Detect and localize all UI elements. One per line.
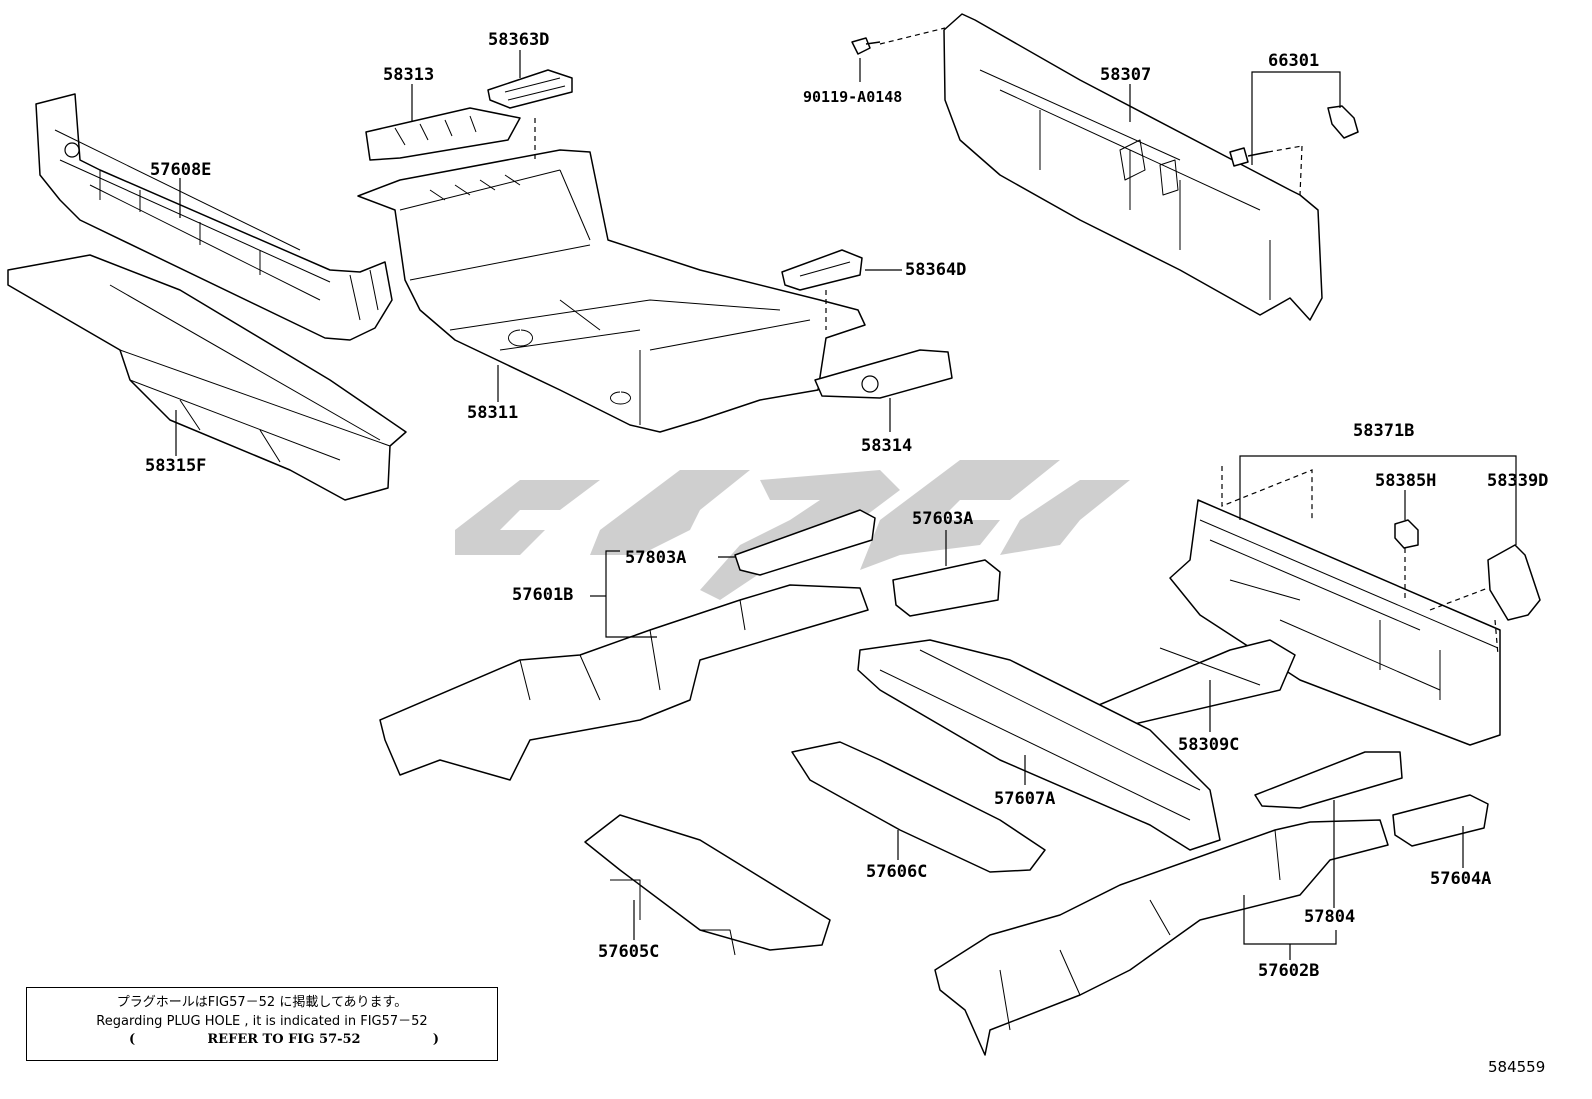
note-japanese: プラグホールはFIG57－52 に掲載してあります。 xyxy=(116,995,408,1010)
part-58314 xyxy=(814,349,953,399)
label-58385H: 58385H xyxy=(1375,471,1436,491)
part-58311 xyxy=(357,149,866,433)
part-labels: 58363D 58313 57608E 58315F 58311 58364D … xyxy=(145,30,1548,981)
label-58314: 58314 xyxy=(861,436,912,456)
part-58313 xyxy=(365,107,521,161)
part-90119-A0148-bolt xyxy=(851,37,881,55)
note-english: Regarding PLUG HOLE , it is indicated in… xyxy=(96,1014,428,1029)
label-58339D: 58339D xyxy=(1487,471,1548,491)
note-ref-close: ) xyxy=(432,1032,439,1047)
note-ref-open: ( xyxy=(129,1032,136,1047)
label-58364D: 58364D xyxy=(905,260,966,280)
watermark-logo xyxy=(455,460,1130,600)
part-66301-bolt xyxy=(1229,147,1269,167)
label-58363D: 58363D xyxy=(488,30,549,50)
part-57607A xyxy=(857,639,1221,851)
label-57603A: 57603A xyxy=(912,509,973,529)
part-57804 xyxy=(1254,751,1403,809)
label-57601B: 57601B xyxy=(512,585,573,605)
part-57606C xyxy=(791,741,1046,873)
label-58315F: 58315F xyxy=(145,456,206,476)
label-57606C: 57606C xyxy=(866,862,927,882)
label-57608E: 57608E xyxy=(150,160,211,180)
note-ref-text: REFER TO FIG 57-52 xyxy=(207,1032,361,1047)
label-57604A: 57604A xyxy=(1430,869,1491,889)
part-58371B xyxy=(1169,499,1501,746)
part-57604A xyxy=(1392,794,1489,847)
part-57601B xyxy=(379,584,869,781)
note-reference: ( REFER TO FIG 57-52 ) xyxy=(27,1032,497,1047)
label-57803A: 57803A xyxy=(625,548,686,568)
label-66301: 66301 xyxy=(1268,51,1319,71)
part-57602B xyxy=(934,819,1389,1056)
part-57603A xyxy=(892,559,1001,617)
part-58339D xyxy=(1487,544,1541,621)
label-58371B: 58371B xyxy=(1353,421,1414,441)
label-58309C: 58309C xyxy=(1178,735,1239,755)
label-58311: 58311 xyxy=(467,403,518,423)
part-58315F xyxy=(7,254,407,501)
label-57607A: 57607A xyxy=(994,789,1055,809)
part-58364D xyxy=(781,249,863,291)
part-58363D xyxy=(487,69,573,109)
part-58385H xyxy=(1394,519,1419,549)
note-box: プラグホールはFIG57－52 に掲載してあります。 Regarding PLU… xyxy=(26,987,498,1061)
dashed-lines xyxy=(534,27,1499,656)
label-58313: 58313 xyxy=(383,65,434,85)
label-57804: 57804 xyxy=(1304,907,1355,927)
label-90119-A0148: 90119-A0148 xyxy=(803,88,902,106)
figure-id: 584559 xyxy=(1488,1058,1546,1076)
label-58307: 58307 xyxy=(1100,65,1151,85)
label-57602B: 57602B xyxy=(1258,961,1319,981)
label-57605C: 57605C xyxy=(598,942,659,962)
part-66301-hook xyxy=(1327,105,1359,139)
part-58307 xyxy=(943,13,1323,321)
leader-lines xyxy=(175,50,1517,960)
part-57608E xyxy=(35,93,393,341)
part-57605C xyxy=(584,814,831,956)
part-57803A xyxy=(734,509,876,576)
